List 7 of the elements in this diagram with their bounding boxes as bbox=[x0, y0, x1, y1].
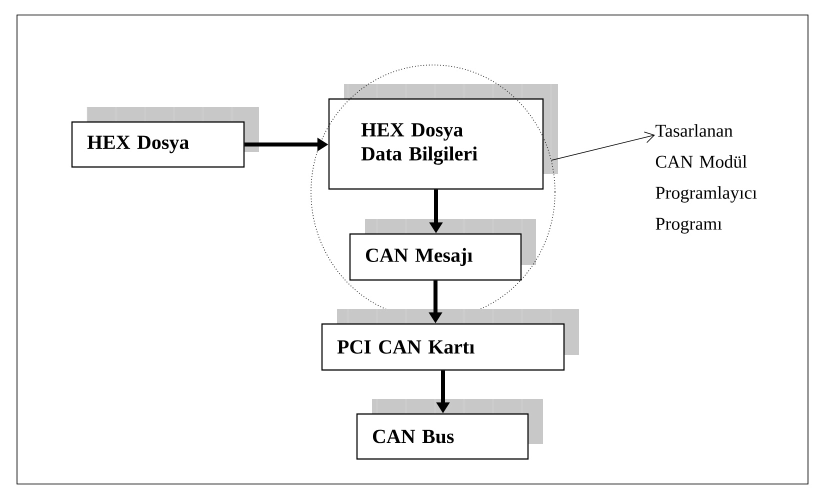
shadowed-box: CAN Mesajı bbox=[349, 218, 536, 281]
arrow bbox=[551, 132, 655, 161]
shadowed-box: CAN Bus bbox=[356, 398, 543, 460]
shadowed-box: HEX Dosya bbox=[71, 106, 259, 168]
annotation-text: Tasarlanan CAN Modül Programlayıcı Programı bbox=[656, 124, 757, 234]
shadowed-box: PCI CAN Kartı bbox=[321, 308, 579, 371]
shadowed-box: HEX Dosya Data Bilgileri bbox=[328, 84, 558, 190]
